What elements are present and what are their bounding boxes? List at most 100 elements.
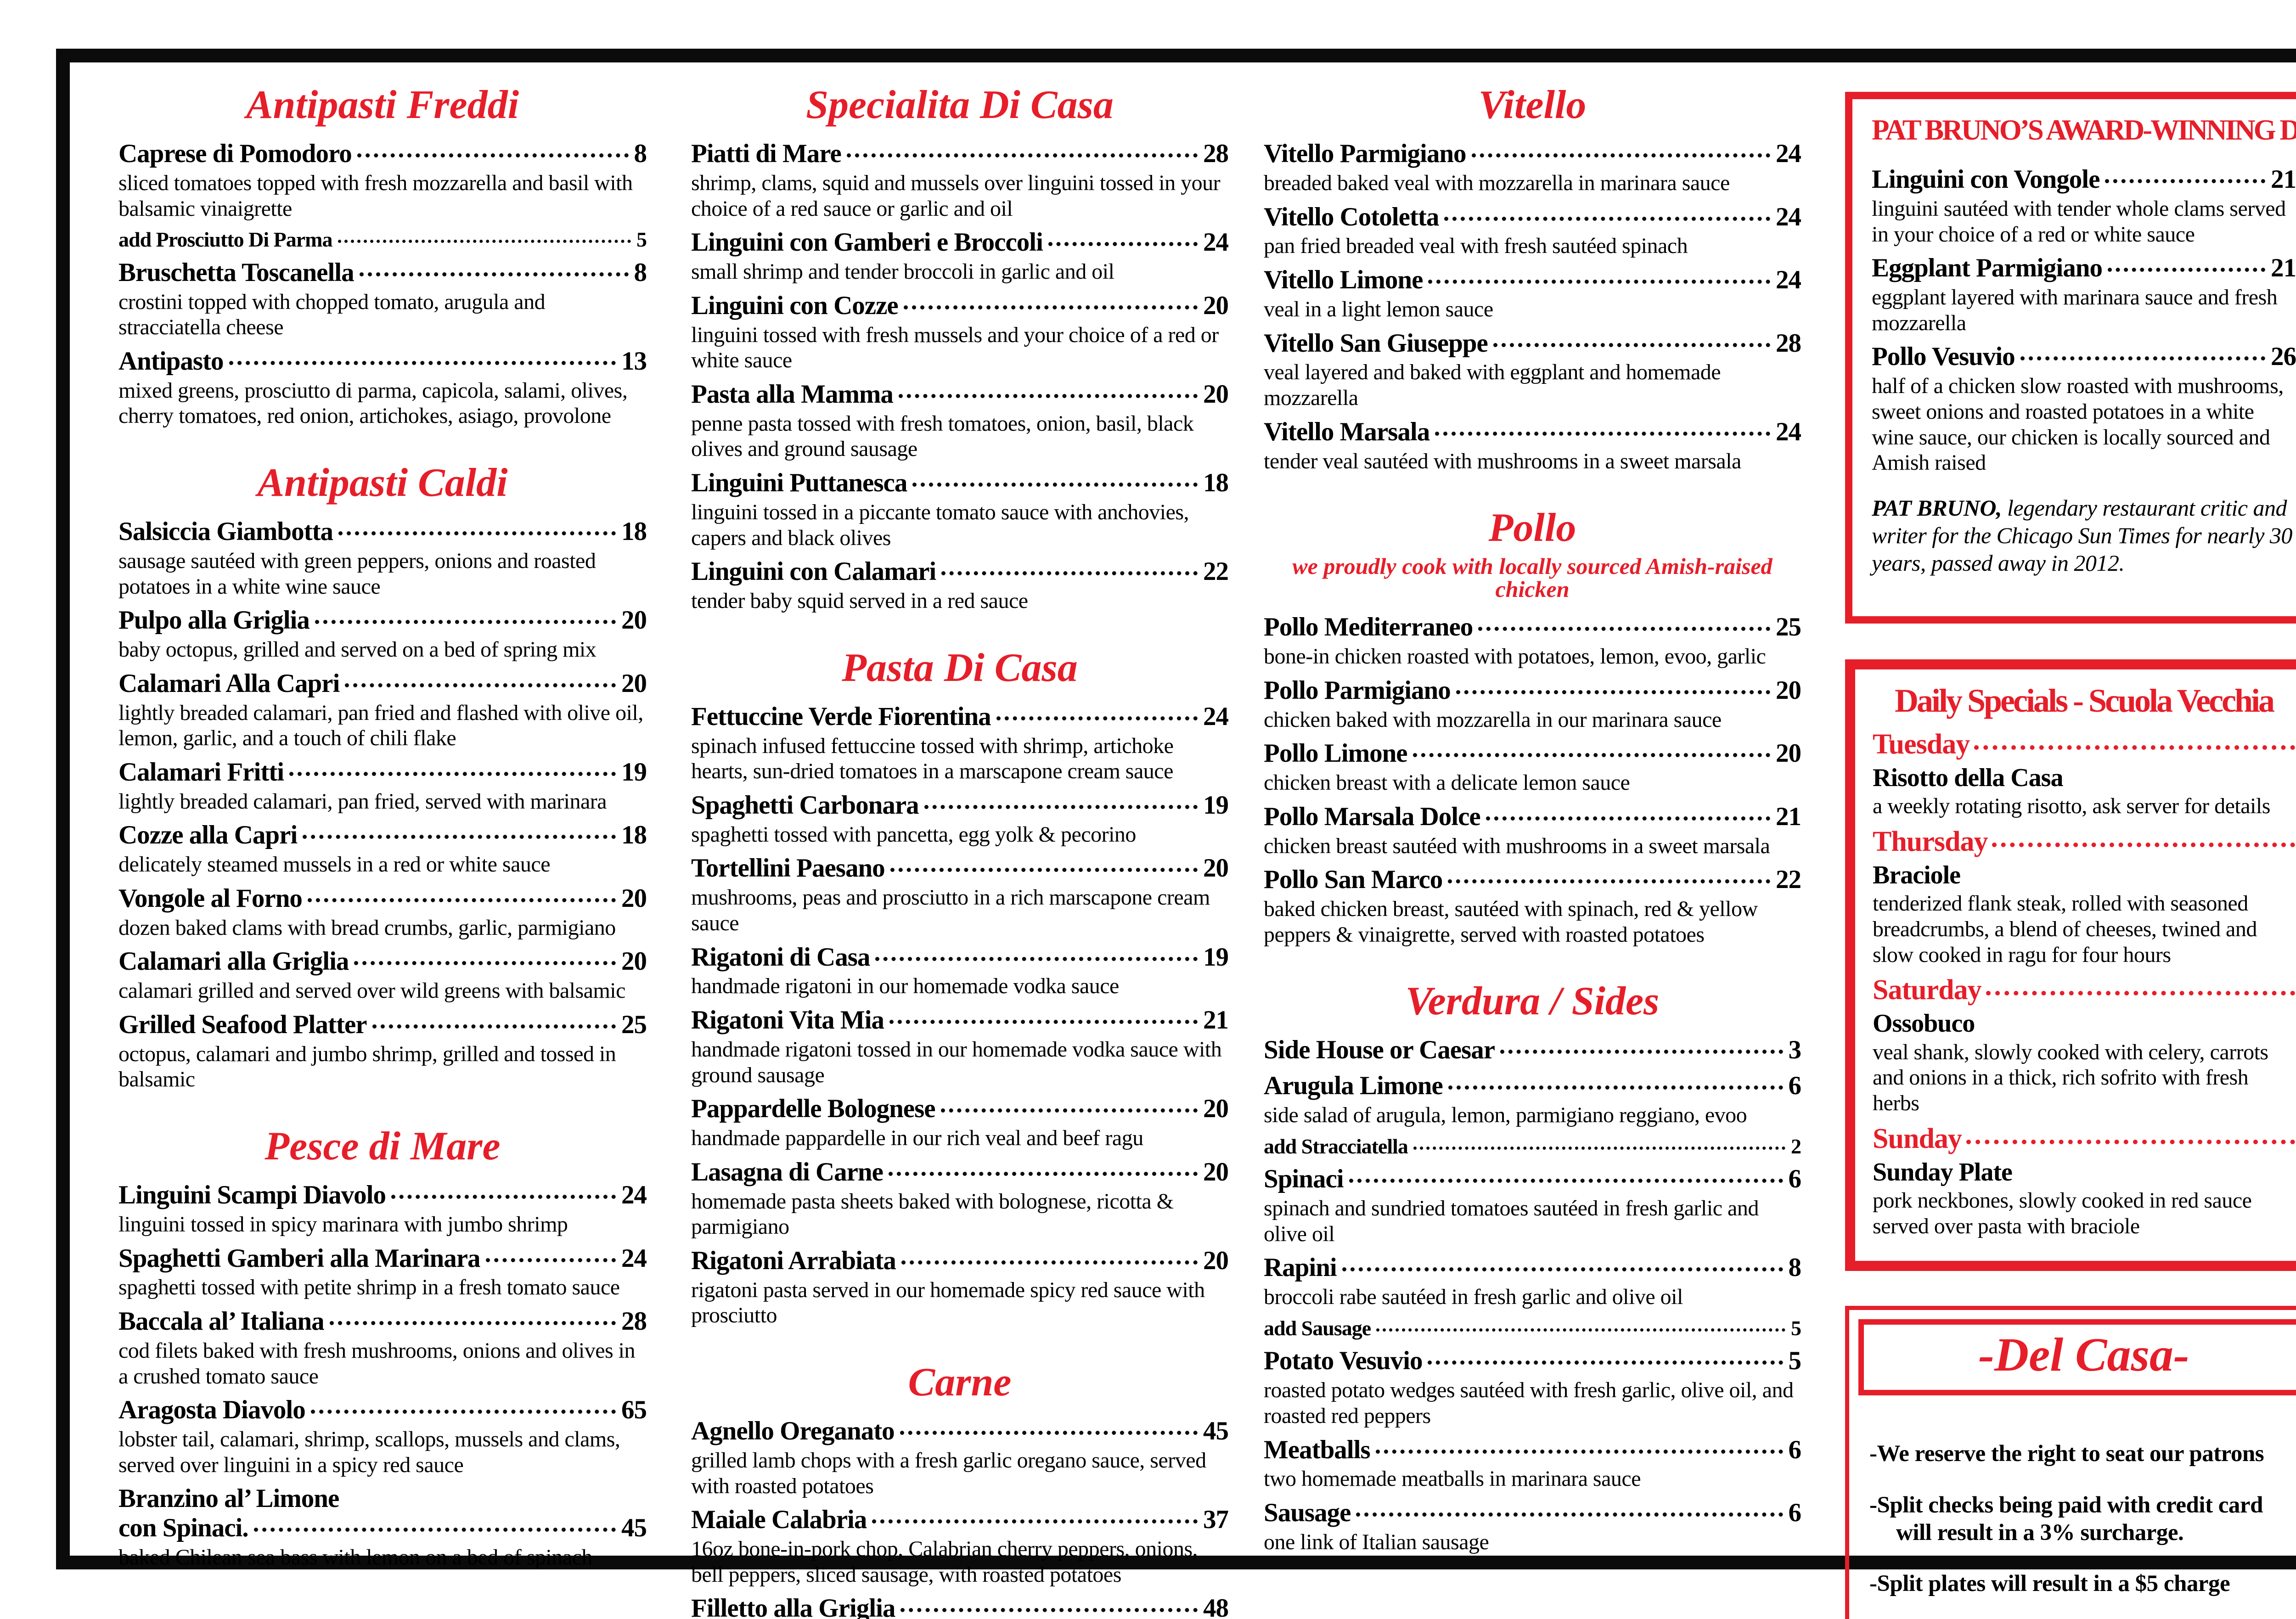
dish-row: Linguini con Cozze 20 — [691, 291, 1229, 320]
dish-description: lightly breaded calamari, pan fried, ser… — [118, 789, 607, 814]
dish-description: veal layered and baked with eggplant and… — [1264, 360, 1721, 410]
dish-name: Rapini — [1264, 1253, 1337, 1282]
dish-name: Maiale Calabria — [691, 1505, 867, 1535]
dish-row: Caprese di Pomodoro 8 — [118, 139, 647, 169]
dish-price: 28 — [1203, 139, 1229, 168]
price-leader-dots — [1448, 1085, 1783, 1090]
dish-name: con Spinaci. — [118, 1513, 249, 1543]
menu-column-1: Antipasti Freddi Caprese di Pomodoro 8 s… — [118, 80, 647, 1577]
dish-name: Pollo Parmigiano — [1264, 675, 1451, 705]
special-dish-name: Braciole — [1873, 860, 1961, 889]
menu-item: Agnello Oreganato 45 grilled lamb chops … — [691, 1417, 1229, 1499]
house-note: -Split checks being paid with credit car… — [1869, 1492, 2263, 1546]
dish-name: Spaghetti Carbonara — [691, 790, 919, 820]
dish-price: 19 — [1203, 790, 1229, 820]
dish-row: Pasta alla Mamma 20 — [691, 380, 1229, 409]
menu-item: Vitello Cotoletta 24 pan fried breaded v… — [1264, 202, 1801, 259]
price-leader-dots — [1435, 431, 1770, 436]
dish-description: spaghetti tossed with pancetta, egg yolk… — [691, 822, 1136, 847]
daily-special: Saturday Ossobuco veal shank, slowly coo… — [1873, 976, 2295, 1116]
dish-description: mixed greens, prosciutto di parma, capic… — [118, 378, 628, 428]
dish-price: 20 — [1203, 854, 1229, 883]
price-leader-dots — [485, 1258, 616, 1262]
price-leader-dots — [1493, 343, 1770, 347]
award-box-note: PAT BRUNO, legendary restaurant critic a… — [1872, 494, 2296, 577]
section-items: Pollo Mediterraneo 25 bone-in chicken ro… — [1264, 613, 1801, 947]
price-leader-dots — [924, 804, 1198, 809]
dish-name: Pollo Mediterraneo — [1264, 613, 1473, 642]
dish-name: Salsiccia Giambotta — [118, 517, 333, 546]
dish-row: Fettuccine Verde Fiorentina 24 — [691, 702, 1229, 731]
price-leader-dots — [872, 1519, 1198, 1524]
menu-item: Branzino al’ Limone con Spinaci. 45 bake… — [118, 1484, 647, 1570]
dish-row: Linguini con Vongole 21 — [1872, 165, 2296, 194]
dish-name: Pollo Limone — [1264, 739, 1408, 768]
dish-name: Rigatoni di Casa — [691, 942, 870, 972]
dish-row: add Stracciatella 2 — [1264, 1135, 1801, 1158]
dish-name: Linguini con Vongole — [1872, 165, 2100, 194]
dish-description: homemade pasta sheets baked with bologne… — [691, 1189, 1174, 1239]
menu-column-4: PAT BRUNO’S AWARD-WINNING DISHES Linguin… — [1845, 92, 2296, 1619]
dish-price: 19 — [1203, 942, 1229, 972]
price-leader-dots — [1412, 753, 1770, 758]
price-leader-dots — [900, 1608, 1198, 1613]
dish-description: tender baby squid served in a red sauce — [691, 589, 1028, 613]
dish-description: shrimp, clams, squid and mussels over li… — [691, 170, 1221, 221]
dish-price: 20 — [1776, 739, 1801, 768]
menu-item: Caprese di Pomodoro 8 sliced tomatoes to… — [118, 139, 647, 221]
dish-name: Fettuccine Verde Fiorentina — [691, 702, 991, 731]
dish-description: sausage sautéed with green peppers, onio… — [118, 548, 596, 599]
dish-price: 22 — [1203, 557, 1229, 586]
dish-price: 18 — [621, 821, 647, 850]
dish-row: Maiale Calabria 37 — [691, 1505, 1229, 1535]
menu-item: Salsiccia Giambotta 18 sausage sautéed w… — [118, 517, 647, 599]
price-leader-dots — [1471, 153, 1770, 157]
daily-special: Sunday Sunday Plate pork neckbones, slow… — [1873, 1124, 2295, 1239]
menu-item: Cozze alla Capri 18 delicately steamed m… — [118, 821, 647, 877]
dish-name: Pollo San Marco — [1264, 865, 1443, 894]
section-title: Antipasti Caldi — [257, 461, 508, 506]
dish-name: Vitello San Giuseppe — [1264, 328, 1488, 358]
dish-price: 21 — [1776, 802, 1801, 831]
menu-item: Piatti di Mare 28 shrimp, clams, squid a… — [691, 139, 1229, 221]
dish-price: 24 — [1776, 417, 1801, 446]
special-day: Tuesday — [1873, 728, 1970, 760]
price-leader-dots — [1486, 816, 1770, 821]
dish-description: baby octopus, grilled and served on a be… — [118, 637, 597, 662]
special-day-row: Sunday — [1873, 1124, 2295, 1153]
dish-row: Linguini Scampi Diavolo 24 — [118, 1181, 647, 1210]
dish-name: Cozze alla Capri — [118, 821, 298, 850]
menu-section: Specialita Di Casa Piatti di Mare 28 shr… — [691, 85, 1229, 614]
menu-item: Tortellini Paesano 20 mushrooms, peas an… — [691, 854, 1229, 936]
price-leader-dots — [996, 716, 1198, 720]
dish-row: Spaghetti Carbonara 19 — [691, 790, 1229, 820]
award-box-items: Linguini con Vongole 21 linguini sautéed… — [1872, 165, 2296, 476]
dish-description: 16oz bone-in-pork chop, Calabrian cherry… — [691, 1537, 1198, 1587]
dish-name: Pollo Marsala Dolce — [1264, 802, 1481, 831]
menu-item: Pollo Parmigiano 20 chicken baked with m… — [1264, 676, 1801, 733]
dish-description: mushrooms, peas and prosciutto in a rich… — [691, 885, 1210, 935]
price-leader-dots — [303, 835, 616, 839]
menu-item: Eggplant Parmigiano 21 eggplant layered … — [1872, 253, 2296, 336]
dish-row: Eggplant Parmigiano 21 — [1872, 253, 2296, 283]
dish-row: Rigatoni di Casa 19 — [691, 942, 1229, 972]
price-leader-dots — [898, 394, 1198, 398]
dish-description: chicken breast sautéed with mushrooms in… — [1264, 833, 1770, 858]
price-leader-dots — [2107, 268, 2265, 272]
dish-price: 21 — [2271, 253, 2296, 283]
price-leader-dots — [1375, 1449, 1783, 1454]
dish-description: spinach infused fettuccine tossed with s… — [691, 733, 1174, 784]
dish-price: 21 — [1203, 1006, 1229, 1035]
menu-item: Linguini con Cozze 20 linguini tossed wi… — [691, 291, 1229, 373]
dish-description: pan fried breaded veal with fresh sautée… — [1264, 234, 1688, 259]
dish-price: 8 — [634, 258, 647, 287]
dish-description: veal in a light lemon sauce — [1264, 297, 1493, 321]
dish-description: eggplant layered with marinara sauce and… — [1872, 285, 2278, 335]
dish-row: Salsiccia Giambotta 18 — [118, 517, 647, 546]
dish-description: sliced tomatoes topped with fresh mozzar… — [118, 170, 633, 221]
special-description: veal shank, slowly cooked with celery, c… — [1873, 1040, 2268, 1116]
section-items: Caprese di Pomodoro 8 sliced tomatoes to… — [118, 139, 647, 429]
dish-price: 20 — [621, 669, 647, 698]
dish-description: baked Chilean sea bass with lemon on a b… — [118, 1545, 592, 1570]
award-box: PAT BRUNO’S AWARD-WINNING DISHES Linguin… — [1845, 92, 2296, 624]
